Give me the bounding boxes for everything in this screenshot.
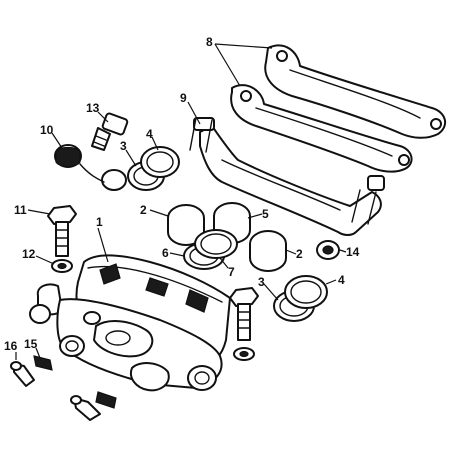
- callout-7: 7: [228, 265, 235, 279]
- callout-9: 9: [180, 91, 187, 105]
- callout-3b: 3: [258, 275, 265, 289]
- callout-4b: 4: [338, 273, 345, 287]
- callout-15: 15: [24, 337, 38, 351]
- callout-11: 11: [14, 203, 27, 217]
- bleeder-cap: [54, 144, 127, 191]
- callout-1: 1: [96, 215, 103, 229]
- piston-seals-upper: [127, 146, 180, 191]
- callout-labels: 1 2 2 3 3 4 4 5 6 7 8 9 10 11 12 13 14 1…: [4, 35, 360, 353]
- caliper-bracket: [189, 117, 385, 236]
- callout-5: 5: [262, 207, 269, 221]
- leader-lines: [15, 43, 347, 360]
- callout-6: 6: [162, 246, 169, 260]
- callout-13: 13: [86, 101, 100, 115]
- mounting-bolt-right: [229, 287, 259, 361]
- callout-8: 8: [206, 35, 213, 49]
- piston-seals-lower: [273, 275, 328, 322]
- bleeder-screw: [91, 112, 129, 151]
- callout-4a: 4: [146, 127, 153, 141]
- callout-2b: 2: [296, 247, 303, 261]
- pistons: [167, 202, 287, 272]
- callout-3a: 3: [120, 139, 127, 153]
- mounting-bolt-left: [47, 205, 77, 273]
- callout-16: 16: [4, 339, 18, 353]
- bracket-nut: [316, 240, 340, 260]
- callout-14: 14: [346, 245, 360, 259]
- callout-12: 12: [22, 247, 36, 261]
- piston-seals-middle: [183, 229, 238, 270]
- brake-pads: [230, 44, 447, 173]
- caliper-body: [29, 254, 231, 392]
- callout-2a: 2: [140, 203, 147, 217]
- callout-10: 10: [40, 123, 54, 137]
- bleeder-nipples: [10, 355, 117, 421]
